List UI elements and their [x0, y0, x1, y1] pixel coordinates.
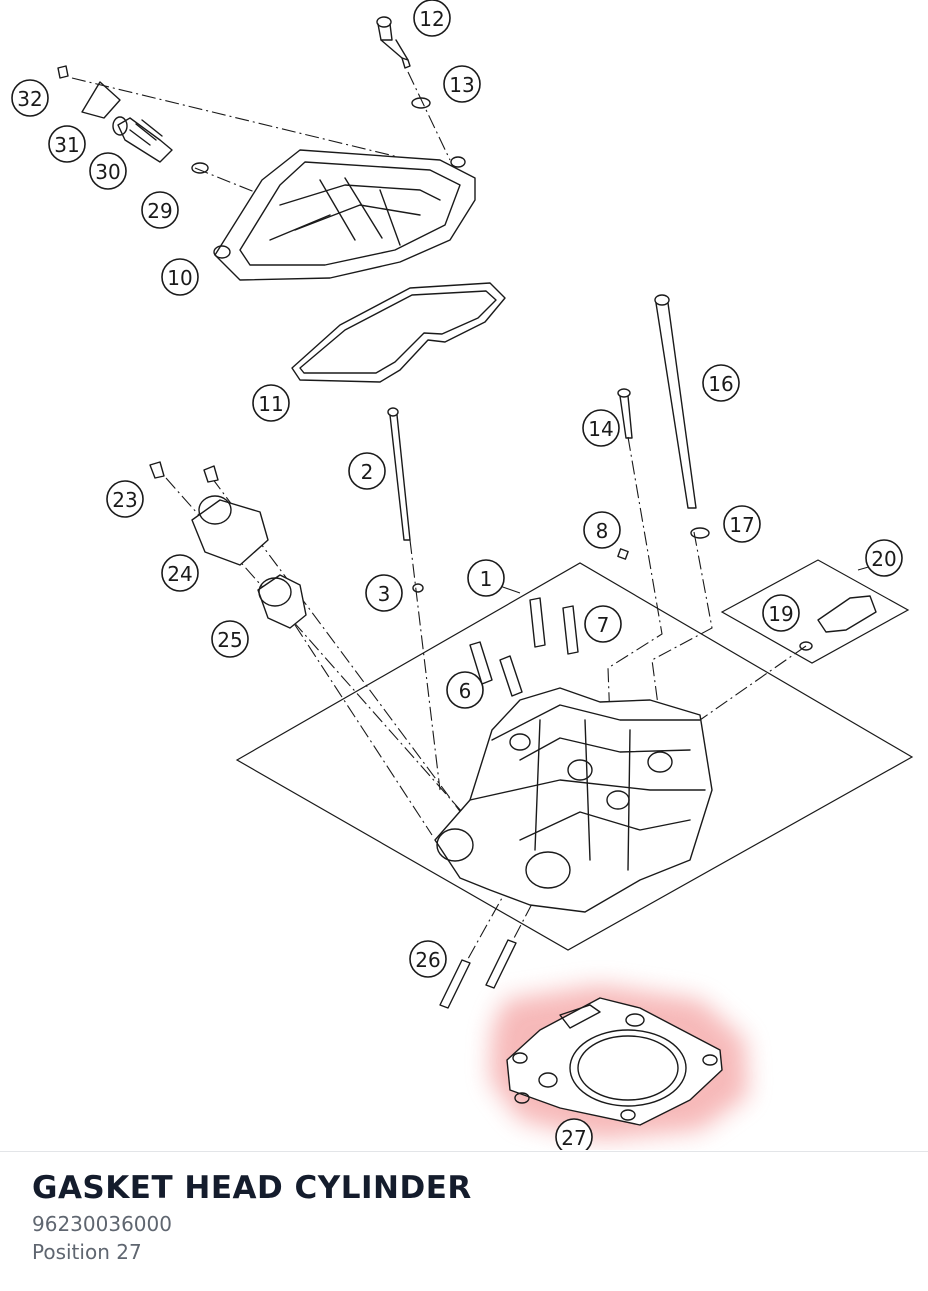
- bolt-2: [387, 407, 411, 541]
- callout-number: 10: [167, 266, 192, 290]
- breather-parts: [57, 65, 209, 174]
- callout-19: 19: [762, 594, 800, 632]
- callout-6: 6: [446, 671, 484, 709]
- part-number: 96230036000: [32, 1212, 172, 1236]
- callout-3: 3: [365, 574, 403, 612]
- callout-number: 16: [708, 372, 733, 396]
- bolt-12: [376, 16, 411, 69]
- callout-17: 17: [723, 505, 761, 543]
- callout-31: 31: [48, 125, 86, 163]
- callout-number: 1: [480, 567, 493, 591]
- callout-10: 10: [161, 258, 199, 296]
- callout-25: 25: [211, 620, 249, 658]
- valve-guides: [469, 597, 579, 697]
- dowel-pins: [439, 939, 517, 1009]
- callout-30: 30: [89, 152, 127, 190]
- washer-3: [412, 583, 424, 593]
- valve-cover: [213, 149, 476, 281]
- callout-24: 24: [161, 554, 199, 592]
- part-position: Position 27: [32, 1240, 142, 1264]
- temp-sensor: [799, 595, 877, 651]
- bolt-16: [654, 294, 697, 509]
- callout-number: 20: [871, 547, 896, 571]
- callout-number: 19: [768, 602, 793, 626]
- callout-29: 29: [141, 191, 179, 229]
- callout-8: 8: [583, 511, 621, 549]
- callout-number: 7: [597, 613, 610, 637]
- callout-2: 2: [348, 452, 386, 490]
- sensor-frame: [720, 559, 910, 664]
- callout-number: 25: [217, 628, 242, 652]
- callout-14: 14: [582, 409, 620, 447]
- callout-number: 29: [147, 199, 172, 223]
- washer-13: [411, 97, 431, 109]
- callout-1: 1: [467, 559, 505, 597]
- washer-17: [690, 527, 710, 539]
- valve-cover-gasket: [291, 282, 506, 383]
- cylinder-head: [434, 687, 713, 913]
- callout-11: 11: [252, 384, 290, 422]
- callout-12: 12: [413, 0, 451, 37]
- dowel-8: [617, 548, 629, 560]
- assembly-frame: [235, 562, 914, 951]
- callout-number: 23: [112, 488, 137, 512]
- callout-number: 11: [258, 392, 283, 416]
- callout-number: 27: [561, 1126, 586, 1150]
- callout-number: 6: [459, 679, 472, 703]
- callout-number: 8: [596, 519, 609, 543]
- callout-number: 2: [361, 460, 374, 484]
- callout-number: 14: [588, 417, 613, 441]
- part-info-panel: GASKET HEAD CYLINDER 96230036000 Positio…: [0, 1151, 928, 1291]
- bolt-14: [617, 388, 633, 439]
- callout-13: 13: [443, 65, 481, 103]
- callout-23: 23: [106, 480, 144, 518]
- part-title: GASKET HEAD CYLINDER: [32, 1170, 472, 1206]
- callout-16: 16: [702, 364, 740, 402]
- callout-26: 26: [409, 940, 447, 978]
- callout-number: 12: [419, 7, 444, 31]
- callout-7: 7: [584, 605, 622, 643]
- callout-27: 27: [555, 1118, 593, 1150]
- callout-32: 32: [11, 79, 49, 117]
- thermostat-housing: [149, 461, 307, 629]
- callout-number: 24: [167, 562, 192, 586]
- callout-number: 31: [54, 133, 79, 157]
- callout-number: 3: [378, 582, 391, 606]
- callout-20: 20: [865, 539, 903, 577]
- callout-number: 32: [17, 87, 42, 111]
- head-gasket: [506, 997, 723, 1126]
- callout-number: 26: [415, 948, 440, 972]
- callout-labels: 1236781011121314161719202324252627293031…: [11, 0, 903, 1150]
- callout-number: 17: [729, 513, 754, 537]
- callout-number: 30: [95, 160, 120, 184]
- callout-number: 13: [449, 73, 474, 97]
